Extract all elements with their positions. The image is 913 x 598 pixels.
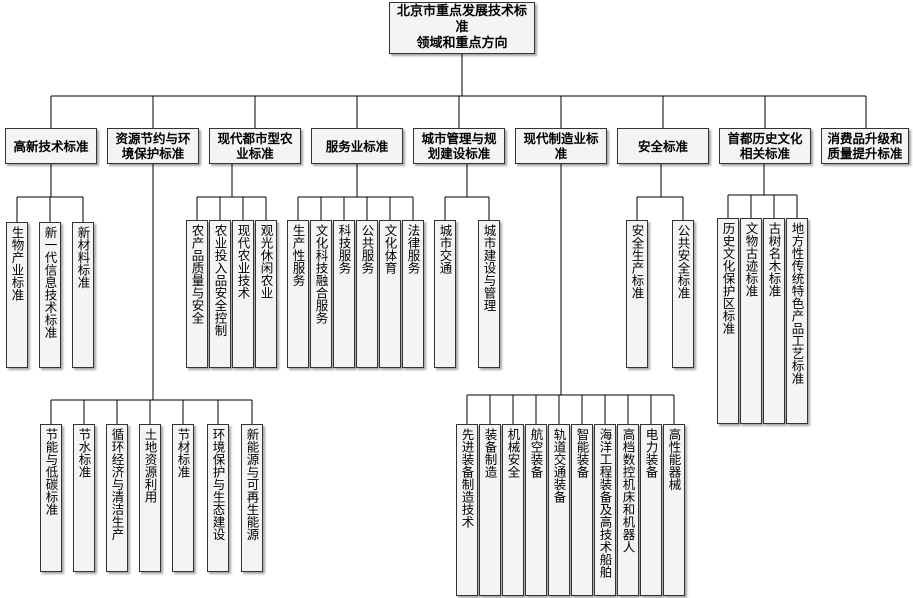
leaf-node: 观光休闲农业 [255,220,277,368]
root-node: 北京市重点发展技术标准 领域和重点方向 [389,2,535,54]
leaf-node: 电力装备 [640,424,662,596]
leaf-node: 高性能器械 [663,424,685,596]
leaf-node: 机械安全 [502,424,524,596]
leaf-node: 法律服务 [402,220,424,368]
leaf-node: 历史文化保护区标准 [717,218,739,424]
leaf-node: 高档数控机床和机器人 [617,424,639,596]
leaf-node: 装备制造 [479,424,501,596]
category-node: 高新技术标准 [5,128,97,164]
leaf-node: 城市交通 [434,220,456,368]
leaf-node: 城市建设与管理 [478,220,500,368]
category-node: 现代都市型农 业标准 [209,128,301,164]
leaf-node: 生产性服务 [287,220,309,368]
leaf-node: 地方性传统特色产品工艺标准 [786,218,808,424]
category-node: 消费品升级和 质量提升标准 [821,128,909,164]
leaf-node: 循环经济与清洁生产 [106,424,128,572]
leaf-node: 科技服务 [333,220,355,368]
category-node: 安全标准 [617,128,709,164]
leaf-node: 节水标准 [73,424,95,572]
category-node: 资源节约与环 境保护标准 [107,128,199,164]
category-node: 首都历史文化 相关标准 [719,128,811,164]
category-node: 城市管理与规 划建设标准 [413,128,505,164]
leaf-node: 航空装备 [525,424,547,596]
leaf-node: 新一代信息技术标准 [39,222,61,368]
leaf-node: 先进装备制造技术 [456,424,478,596]
leaf-node: 农业投入品安全控制 [209,220,231,368]
leaf-node: 农产品质量与安全 [186,220,208,368]
leaf-node: 海洋工程装备及高技术船舶 [594,424,616,596]
leaf-node: 公共安全标准 [672,220,694,368]
leaf-node: 生物产业标准 [6,222,28,368]
leaf-node: 安全生产标准 [626,220,648,368]
leaf-node: 公共服务 [356,220,378,368]
leaf-node: 节能与低碳标准 [40,424,62,572]
leaf-node: 智能装备 [571,424,593,596]
leaf-node: 环境保护与生态建设 [207,424,229,572]
leaf-node: 文物古迹标准 [740,218,762,424]
leaf-node: 新能源与可再生能源 [241,424,263,572]
leaf-node: 新材料标准 [72,222,94,368]
leaf-node: 轨道交通装备 [548,424,570,596]
leaf-node: 现代农业技术 [232,220,254,368]
category-node: 服务业标准 [311,128,403,164]
category-node: 现代制造业标准 [515,128,607,164]
leaf-node: 古树名木标准 [763,218,785,424]
leaf-node: 节材标准 [172,424,194,572]
leaf-node: 文化体育 [379,220,401,368]
leaf-node: 土地资源利用 [139,424,161,572]
leaf-node: 文化科技融合服务 [310,220,332,368]
